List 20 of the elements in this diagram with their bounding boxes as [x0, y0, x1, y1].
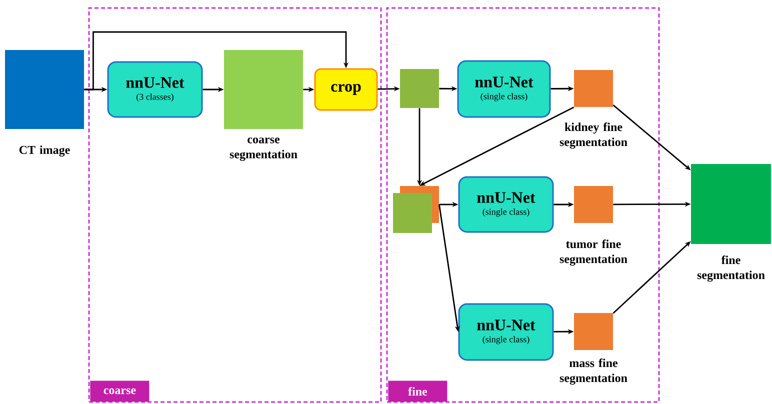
image-square: mass fine segmentation — [560, 313, 628, 385]
node-label: tumor fine segmentation — [560, 240, 628, 266]
image-square: CT image — [5, 50, 84, 156]
network-box: nnU-Net (3 classes) — [107, 61, 203, 118]
image-square: fine segmentation — [691, 164, 771, 282]
image-square — [400, 69, 439, 108]
image-square: tumor fine segmentation — [560, 186, 628, 266]
node-label: mass fine segmentation — [560, 358, 628, 385]
image-square: coarse segmentation — [224, 50, 303, 161]
node-label: fine segmentation — [697, 256, 765, 282]
node-label: coarse segmentation — [230, 138, 298, 161]
node-label: kidney fine segmentation — [560, 122, 628, 149]
network-box: nnU-Net (single class) — [457, 60, 551, 118]
network-box: nnU-Net (single class) — [458, 176, 554, 233]
arrow — [84, 31, 349, 90]
image-square: kidney fine segmentation — [560, 70, 628, 149]
stacked-squares — [393, 186, 439, 233]
crop-box: crop — [314, 68, 378, 111]
node-label: CT image — [19, 146, 70, 157]
network-box: nnU-Net (single class) — [458, 303, 554, 361]
